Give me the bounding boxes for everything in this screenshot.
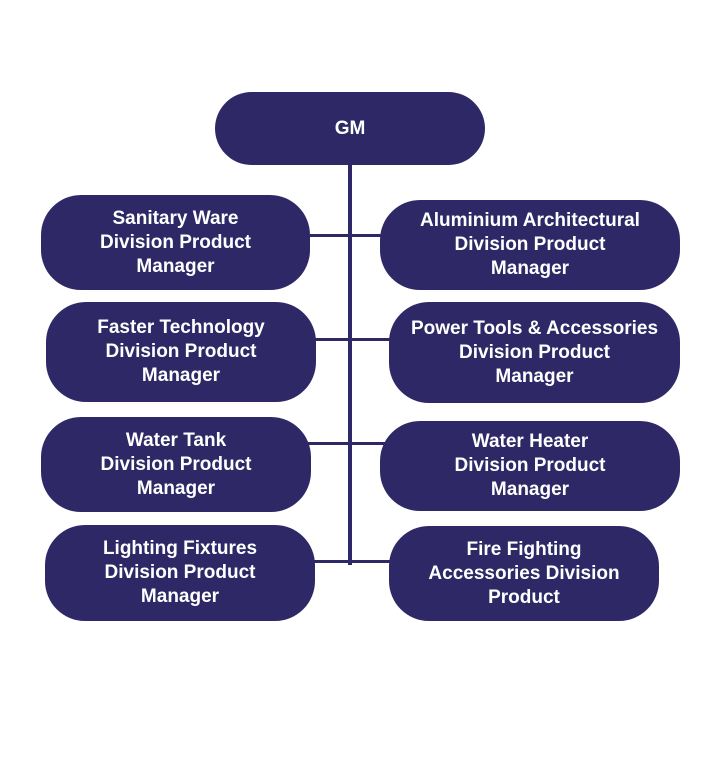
- water-heater-node: Water Heater Division Product Manager: [380, 421, 680, 511]
- faster-technology-node: Faster Technology Division Product Manag…: [46, 302, 316, 402]
- connector-row-2: [312, 338, 392, 341]
- gm-node: GM: [215, 92, 485, 165]
- power-tools-label: Power Tools & Accessories Division Produ…: [410, 317, 659, 387]
- connector-row-4: [312, 560, 392, 563]
- aluminium-architectural-node: Aluminium Architectural Division Product…: [380, 200, 680, 290]
- water-tank-node: Water Tank Division Product Manager: [41, 417, 311, 512]
- gm-label: GM: [334, 117, 366, 139]
- connector-row-1: [305, 234, 385, 237]
- power-tools-node: Power Tools & Accessories Division Produ…: [389, 302, 680, 403]
- sanitary-ware-node: Sanitary Ware Division Product Manager: [41, 195, 310, 290]
- sanitary-ware-label: Sanitary Ware Division Product Manager: [100, 207, 251, 277]
- faster-technology-label: Faster Technology Division Product Manag…: [97, 317, 265, 386]
- water-tank-label: Water Tank Division Product Manager: [100, 429, 252, 499]
- fire-fighting-node: Fire Fighting Accessories Division Produ…: [389, 526, 659, 621]
- fire-fighting-label: Fire Fighting Accessories Division Produ…: [428, 538, 620, 608]
- connector-row-3: [305, 442, 385, 445]
- lighting-fixtures-label: Lighting Fixtures Division Product Manag…: [102, 538, 258, 607]
- lighting-fixtures-node: Lighting Fixtures Division Product Manag…: [45, 525, 315, 621]
- aluminium-architectural-label: Aluminium Architectural Division Product…: [420, 210, 640, 279]
- trunk-connector: [348, 160, 352, 565]
- water-heater-label: Water Heater Division Product Manager: [454, 431, 606, 500]
